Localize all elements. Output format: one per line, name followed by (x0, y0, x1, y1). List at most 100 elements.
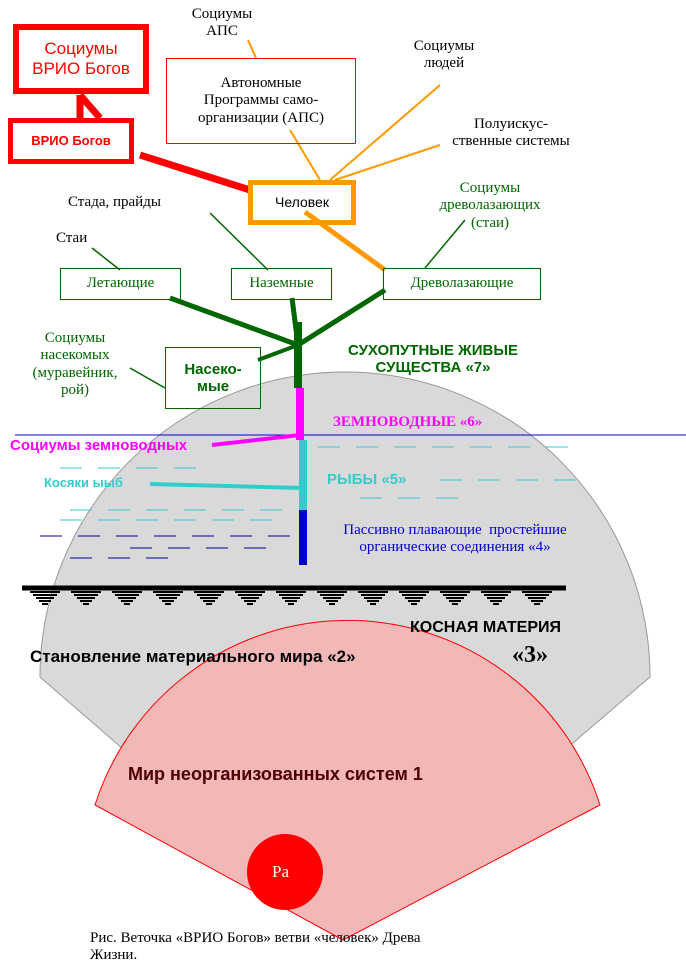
socium-nasek-label: Социумы насекомых (муравейник, рой) (32, 330, 118, 398)
branch-letayushchie (169, 295, 299, 348)
inner-pink-arc (94, 619, 601, 941)
ground-tooth-step (320, 594, 344, 596)
leader-socium-drevo (424, 219, 466, 269)
branch-nasekomye (257, 343, 299, 362)
vrio-bogov-label: ВРИО Богов (31, 132, 111, 148)
chelovek-label: Человек (275, 194, 329, 211)
socium-vrio-label: Социумы ВРИО Богов (32, 39, 130, 78)
ground-tooth-step (528, 597, 546, 599)
kosnaya-label: КОСНАЯ МАТЕРИЯ (410, 619, 562, 636)
ground-tooth-step (285, 600, 297, 602)
leader-stai (91, 247, 121, 271)
aps-label: Автономные Программы само- организации (… (198, 75, 324, 126)
stai-label: Стаи (56, 230, 88, 246)
leader-poluiskus (334, 144, 441, 181)
ground-tooth-step (39, 600, 51, 602)
drevolazayushchie-box: Древолазающие (383, 268, 541, 300)
leader-stada (209, 212, 269, 271)
stada-label: Стада, прайды (68, 194, 161, 210)
leader-lyudey (329, 84, 441, 181)
ground-tooth-step (200, 597, 218, 599)
ground-tooth-step (446, 597, 464, 599)
ground-tooth-step (42, 603, 48, 605)
ground-tooth-step (124, 603, 130, 605)
ground-tooth-step (323, 597, 341, 599)
ground-tooth-step (238, 594, 262, 596)
ra-label: Ра (272, 862, 289, 881)
ra-circle (247, 834, 323, 910)
leader-socium-aps (247, 39, 257, 59)
ground-tooth-step (30, 591, 60, 593)
leader-socium-nasek (129, 367, 166, 389)
stanovlenie-label: Становление материального мира «2» (30, 647, 356, 666)
leader-vrio-2 (77, 92, 103, 121)
kosnaya-num-label: «3» (512, 642, 548, 668)
branch-zemnovodnye (211, 433, 301, 447)
branch-drevo (296, 287, 387, 348)
ground-tooth-step (112, 591, 142, 593)
ground-tooth-step (115, 594, 139, 596)
vrio-bogov-box: ВРИО Богов (8, 118, 134, 164)
ground-tooth-step (399, 591, 429, 593)
ground-tooth-step (197, 594, 221, 596)
letayushchie-box: Летающие (60, 268, 181, 300)
socium-drevo-label: Социумы древолазающих (стаи) (439, 180, 541, 231)
ground-teeth (30, 591, 552, 605)
nasekomye-label: Насеко- мые (184, 360, 242, 395)
ground-tooth-step (279, 594, 303, 596)
prostejshie-label: Пассивно плавающие простейшие органическ… (343, 522, 567, 556)
sukhoput-label: СУХОПУТНЫЕ ЖИВЫЕ СУЩЕСТВА «7» (347, 342, 519, 377)
ground-tooth-step (33, 594, 57, 596)
ground-tooth-step (80, 600, 92, 602)
ground-tooth-step (118, 597, 136, 599)
socium-aps-label: Социумы АПС (191, 6, 253, 40)
poluiskus-label: Полуискус- ственные системы (452, 116, 570, 150)
ground-tooth-step (247, 603, 253, 605)
ground-tooth-step (206, 603, 212, 605)
leader-aps (289, 129, 321, 181)
ground-tooth-step (317, 591, 347, 593)
aps-box: Автономные Программы само- организации (… (166, 58, 356, 144)
ground-tooth-step (481, 591, 511, 593)
ground-tooth-step (77, 597, 95, 599)
ground-tooth-step (364, 597, 382, 599)
ground-tooth-step (203, 600, 215, 602)
ground-tooth-step (74, 594, 98, 596)
ground-tooth-step (440, 591, 470, 593)
ground-tooth-step (484, 594, 508, 596)
ground-tooth-step (288, 603, 294, 605)
ground-tooth-step (531, 600, 543, 602)
ground-tooth-step (361, 594, 385, 596)
ground-tooth-step (326, 600, 338, 602)
ground-tooth-step (370, 603, 376, 605)
ground-tooth-step (522, 591, 552, 593)
ground-tooth-step (162, 600, 174, 602)
water-waves (40, 446, 576, 559)
ground-tooth-step (443, 594, 467, 596)
ground-tooth-step (36, 597, 54, 599)
zemnovodnye-label: ЗЕМНОВОДНЫЕ «6» (333, 414, 483, 430)
ground-tooth-step (408, 600, 420, 602)
ground-tooth-step (534, 603, 540, 605)
figure-caption: Рис. Веточка «ВРИО Богов» ветви «человек… (90, 930, 421, 964)
ground-tooth-step (71, 591, 101, 593)
ryby-label: РЫБЫ «5» (327, 471, 407, 488)
ground-tooth-step (194, 591, 224, 593)
ground-tooth-step (235, 591, 265, 593)
socium-vrio-box: Социумы ВРИО Богов (13, 24, 149, 94)
ground-tooth-step (276, 591, 306, 593)
ground-tooth-step (452, 603, 458, 605)
nazemnye-label: Наземные (249, 275, 314, 292)
branch-kosyaki (149, 482, 304, 490)
letayushchie-label: Летающие (86, 275, 155, 292)
ground-tooth-step (121, 600, 133, 602)
ground-tooth-step (159, 597, 177, 599)
socium-zemnov-label: Социумы земноводных (10, 437, 188, 454)
ground-tooth-step (358, 591, 388, 593)
ground-tooth-step (493, 603, 499, 605)
ground-tooth-step (490, 600, 502, 602)
ground-tooth-step (405, 597, 423, 599)
ground-tooth-step (487, 597, 505, 599)
ground-tooth-step (367, 600, 379, 602)
